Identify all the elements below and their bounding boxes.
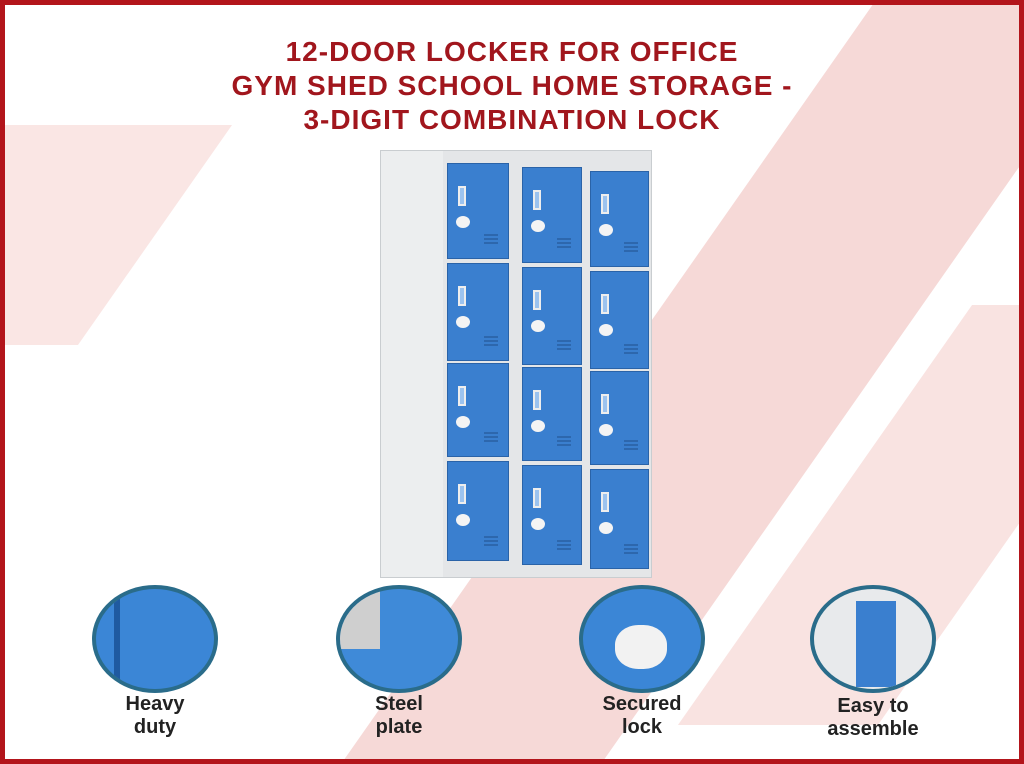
title-line-1: 12-DOOR LOCKER FOR OFFICE bbox=[285, 36, 739, 67]
locker-door bbox=[447, 363, 509, 457]
secured-lock-image bbox=[579, 585, 705, 693]
vent-icon bbox=[557, 238, 571, 250]
door-handle-icon bbox=[601, 194, 609, 214]
locker-door bbox=[590, 371, 649, 465]
locker-door bbox=[522, 167, 582, 263]
product-title: 12-DOOR LOCKER FOR OFFICE GYM SHED SCHOO… bbox=[5, 35, 1019, 137]
door-handle-icon bbox=[458, 386, 466, 406]
door-handle-icon bbox=[458, 286, 466, 306]
combination-lock-icon bbox=[531, 420, 545, 432]
vent-icon bbox=[624, 544, 638, 556]
easy-assemble-image bbox=[810, 585, 936, 693]
vent-icon bbox=[484, 336, 498, 348]
background-stripe bbox=[5, 125, 233, 345]
door-handle-icon bbox=[601, 294, 609, 314]
door-handle-icon bbox=[533, 290, 541, 310]
steel-plate-image bbox=[336, 585, 462, 693]
door-handle-icon bbox=[458, 484, 466, 504]
vent-icon bbox=[484, 432, 498, 444]
combination-lock-icon bbox=[531, 220, 545, 232]
combination-lock-icon bbox=[531, 518, 545, 530]
vent-icon bbox=[557, 436, 571, 448]
door-handle-icon bbox=[458, 186, 466, 206]
vent-icon bbox=[624, 344, 638, 356]
combination-lock-icon bbox=[456, 514, 470, 526]
locker-door bbox=[590, 171, 649, 267]
vent-icon bbox=[624, 440, 638, 452]
door-handle-icon bbox=[533, 190, 541, 210]
combination-lock-icon bbox=[456, 216, 470, 228]
combination-lock-icon bbox=[456, 316, 470, 328]
locker-door bbox=[447, 461, 509, 561]
locker-door bbox=[522, 267, 582, 365]
vent-icon bbox=[624, 242, 638, 254]
door-handle-icon bbox=[533, 488, 541, 508]
locker-side-panel bbox=[381, 151, 443, 577]
locker-door bbox=[522, 465, 582, 565]
locker-door bbox=[447, 163, 509, 259]
combination-lock-icon bbox=[599, 522, 613, 534]
door-handle-icon bbox=[533, 390, 541, 410]
vent-icon bbox=[557, 540, 571, 552]
door-handle-icon bbox=[601, 394, 609, 414]
combination-lock-icon bbox=[599, 224, 613, 236]
title-line-3: 3-DIGIT COMBINATION LOCK bbox=[303, 104, 721, 135]
combination-lock-icon bbox=[531, 320, 545, 332]
vent-icon bbox=[484, 234, 498, 246]
locker-door bbox=[590, 271, 649, 369]
door-handle-icon bbox=[601, 492, 609, 512]
title-line-2: GYM SHED SCHOOL HOME STORAGE - bbox=[231, 70, 793, 101]
locker-door bbox=[522, 367, 582, 461]
heavy-duty-image bbox=[92, 585, 218, 693]
combination-lock-icon bbox=[456, 416, 470, 428]
locker-image bbox=[380, 150, 652, 578]
vent-icon bbox=[484, 536, 498, 548]
combination-lock-icon bbox=[599, 324, 613, 336]
locker-door bbox=[590, 469, 649, 569]
combination-lock-icon bbox=[599, 424, 613, 436]
locker-door bbox=[447, 263, 509, 361]
vent-icon bbox=[557, 340, 571, 352]
